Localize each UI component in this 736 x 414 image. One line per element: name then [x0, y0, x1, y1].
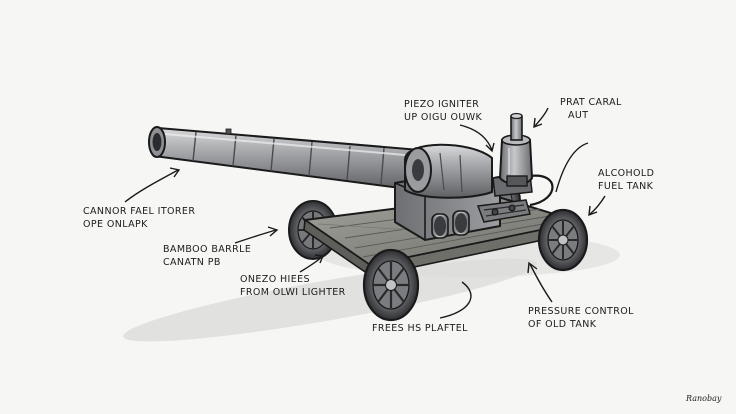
- label-pressure-control-line1: PRESSURE CONTROL: [528, 306, 634, 317]
- arrow-alcohol-tank-2: [589, 195, 606, 215]
- arrowhead-bamboo-barrel: [267, 226, 279, 237]
- label-prat-caral-line2: AUT: [568, 110, 589, 121]
- arrow-frees: [439, 281, 472, 319]
- arrowhead-cannon-fael: [169, 167, 181, 178]
- label-cannon-fael-line1: CANNOR FAEL ITORER: [83, 206, 196, 217]
- arrow-onezo: [299, 256, 323, 273]
- arrow-prat-caral: [534, 107, 549, 127]
- arrowhead-alcohol-tank: [588, 205, 598, 217]
- arrow-piezo: [459, 124, 493, 151]
- alcohol-fuel-tank: [498, 112, 534, 187]
- bamboo-barrel: [148, 126, 422, 192]
- label-alcohol-tank-line1: ALCOHOLD: [598, 168, 655, 179]
- arrowhead-piezo: [485, 142, 495, 153]
- label-frees-plaftel: FREES HS PLAFTEL: [372, 322, 468, 335]
- label-piezo-igniter-line2: UP OIGU OUWK: [404, 112, 483, 123]
- label-cannon-fael-line2: OPE ONLAPK: [83, 219, 148, 230]
- arrowhead-prat-caral: [533, 117, 543, 129]
- front-left-wheel: [362, 248, 420, 322]
- label-alcohol-tank-line2: FUEL TANK: [598, 181, 654, 192]
- artist-signature: Ranobay: [686, 394, 722, 403]
- label-piezo-igniter-line1: PIEZO IGNITER: [404, 99, 480, 110]
- label-onezo-hiees-line2: FROM OLWI LIGHTER: [240, 287, 346, 298]
- label-prat-caral-line1: PRAT CARAL: [560, 97, 622, 108]
- label-onezo-hiees: ONEZO HIEES FROM OLWI LIGHTER: [240, 273, 346, 299]
- annotation-arrows: [124, 107, 606, 319]
- front-right-wheel: [537, 208, 589, 272]
- arrowhead-pressure: [527, 261, 538, 274]
- label-piezo-igniter: PIEZO IGNITER UP OIGU OUWK: [404, 98, 482, 124]
- label-frees-plaftel-line1: FREES HS PLAFTEL: [372, 323, 468, 334]
- arrowhead-onezo: [314, 254, 325, 264]
- label-cannon-fael: CANNOR FAEL ITORER OPE ONLAPK: [83, 205, 195, 231]
- label-onezo-hiees-line1: ONEZO HIEES: [240, 274, 310, 285]
- arrow-bamboo-barrel: [234, 229, 277, 244]
- label-alcohol-tank: ALCOHOLD FUEL TANK: [598, 167, 654, 193]
- label-bamboo-barrel: BAMBOO BARRLE CANATN PB: [163, 243, 251, 269]
- arrow-cannon-fael: [124, 169, 179, 203]
- breech-block: [394, 143, 501, 242]
- label-pressure-control-line2: OF OLD TANK: [528, 319, 597, 330]
- label-prat-caral: PRAT CARAL AUT: [560, 96, 622, 122]
- arrow-alcohol-tank: [555, 142, 589, 193]
- label-bamboo-barrel-line2: CANATN PB: [163, 257, 221, 268]
- fuel-canisters: [431, 210, 470, 239]
- label-pressure-control: PRESSURE CONTROL OF OLD TANK: [528, 305, 634, 331]
- arrow-pressure: [529, 263, 553, 303]
- label-bamboo-barrel-line1: BAMBOO BARRLE: [163, 244, 252, 255]
